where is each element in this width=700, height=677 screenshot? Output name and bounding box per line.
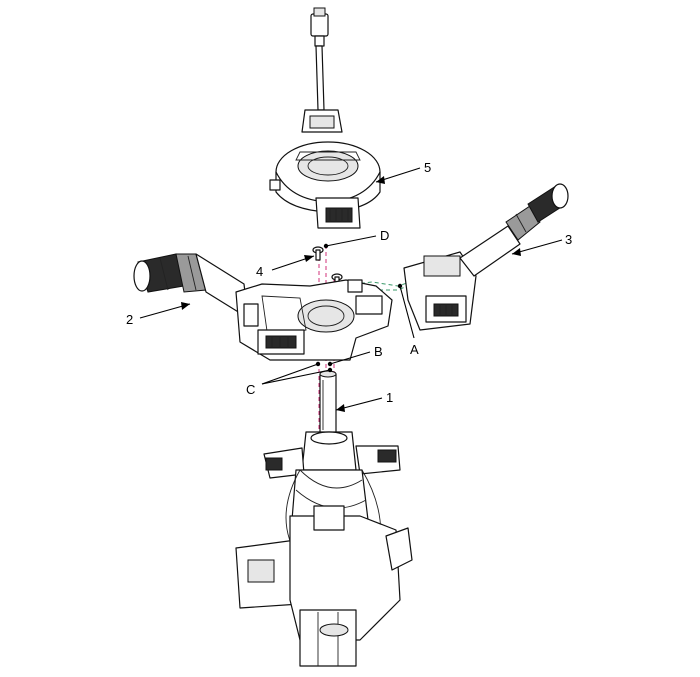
callout-1: 1 [386,390,393,405]
light-switch-lever [133,253,249,319]
callout-4: 4 [256,264,263,279]
callout-5: 5 [424,160,431,175]
callout-labels: 5 D 4 3 2 A B C 1 [126,160,572,405]
switch-body [235,279,393,361]
callout-b: B [374,344,383,359]
steering-column [235,370,413,667]
callout-2: 2 [126,312,133,327]
callout-c: C [246,382,255,397]
callout-leaders [139,167,563,412]
callout-3: 3 [565,232,572,247]
wiper-switch [403,183,569,331]
clock-spring [269,7,381,229]
callout-a: A [410,342,419,357]
callout-d: D [380,228,389,243]
screw-4 [312,246,324,261]
